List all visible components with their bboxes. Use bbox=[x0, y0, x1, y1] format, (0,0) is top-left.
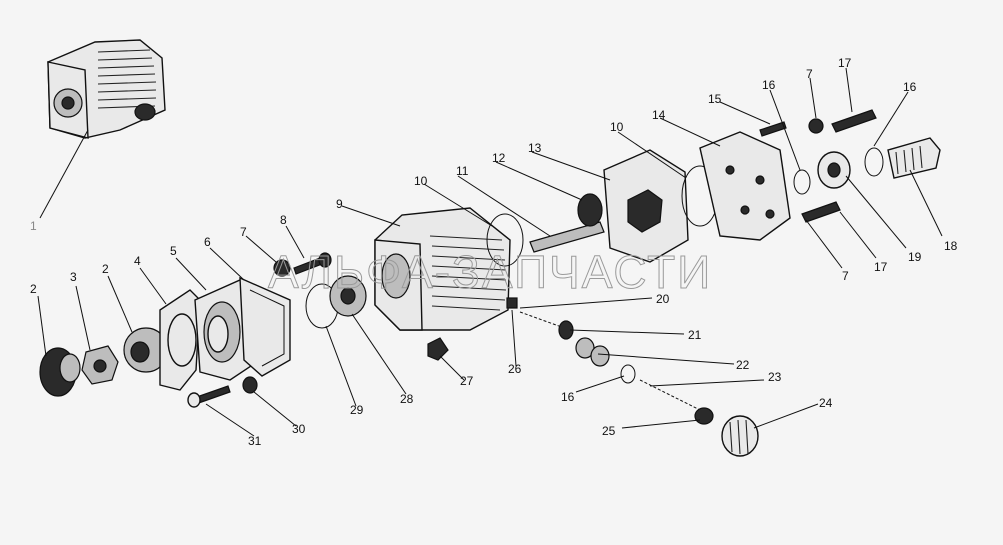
part-bearing bbox=[329, 275, 367, 317]
callout-20: 20 bbox=[656, 292, 670, 306]
callout-17: 17 bbox=[838, 56, 852, 70]
callout-30: 30 bbox=[292, 422, 306, 436]
callout-7b: 7 bbox=[806, 67, 813, 81]
callout-labels: 1 2 3 2 4 5 6 7 8 9 10 11 12 13 10 14 15… bbox=[30, 56, 958, 448]
part-plug-27 bbox=[427, 337, 449, 361]
callout-16b: 16 bbox=[903, 80, 917, 94]
callout-13: 13 bbox=[528, 141, 542, 155]
callout-23: 23 bbox=[768, 370, 782, 384]
callout-10b: 10 bbox=[610, 120, 624, 134]
callout-14: 14 bbox=[652, 108, 666, 122]
part-valve-22 bbox=[575, 337, 610, 367]
callout-16c: 16 bbox=[561, 390, 575, 404]
callout-4: 4 bbox=[134, 254, 141, 268]
part-o-ring bbox=[486, 213, 524, 267]
callout-3: 3 bbox=[70, 270, 77, 284]
callout-10: 10 bbox=[414, 174, 428, 188]
part-washer-16c bbox=[620, 364, 636, 384]
callout-25: 25 bbox=[602, 424, 616, 438]
part-cap bbox=[39, 347, 81, 397]
watermark: АЛЬФА-ЗАПЧАСТИ bbox=[268, 246, 712, 298]
part-nut-25 bbox=[694, 407, 714, 425]
callout-31: 31 bbox=[248, 434, 262, 448]
callout-2: 2 bbox=[30, 282, 37, 296]
part-washer-16b bbox=[864, 147, 884, 177]
part-cover-plate bbox=[239, 276, 291, 377]
callout-7: 7 bbox=[240, 225, 247, 239]
part-housing bbox=[374, 207, 511, 331]
callout-16: 16 bbox=[762, 78, 776, 92]
callout-7c: 7 bbox=[842, 269, 849, 283]
callout-2b: 2 bbox=[102, 262, 109, 276]
part-bolt bbox=[293, 252, 332, 275]
callout-6: 6 bbox=[204, 235, 211, 249]
callout-21: 21 bbox=[688, 328, 702, 342]
callout-22: 22 bbox=[736, 358, 750, 372]
part-washer-16 bbox=[793, 169, 811, 195]
part-valve-plug bbox=[506, 297, 518, 309]
part-washer-30 bbox=[242, 376, 258, 394]
callout-9: 9 bbox=[336, 197, 343, 211]
leader-lines bbox=[37, 67, 943, 437]
part-body-plate bbox=[603, 149, 689, 263]
callout-1: 1 bbox=[30, 219, 37, 233]
part-union bbox=[887, 137, 941, 179]
part-bolt-15 bbox=[759, 121, 787, 137]
callout-8: 8 bbox=[280, 213, 287, 227]
callout-29: 29 bbox=[350, 403, 364, 417]
part-valve-spring-20 bbox=[519, 311, 571, 331]
callout-28: 28 bbox=[400, 392, 414, 406]
callout-17b: 17 bbox=[874, 260, 888, 274]
part-washer-7 bbox=[808, 118, 824, 134]
callout-12: 12 bbox=[492, 151, 506, 165]
part-fitting bbox=[817, 151, 851, 189]
part-bolt-17 bbox=[801, 109, 877, 223]
callout-24: 24 bbox=[819, 396, 833, 410]
part-bolt-31 bbox=[187, 385, 231, 408]
part-rear-cover bbox=[699, 131, 791, 241]
callout-11: 11 bbox=[456, 164, 469, 178]
callout-5: 5 bbox=[170, 244, 177, 258]
part-shaft bbox=[529, 221, 605, 253]
callout-15: 15 bbox=[708, 92, 722, 106]
part-assembled-pump bbox=[47, 39, 166, 139]
callout-18: 18 bbox=[944, 239, 958, 253]
part-nut bbox=[81, 345, 119, 385]
part-washer bbox=[273, 259, 291, 277]
part-cap-24 bbox=[721, 415, 759, 457]
part-flange-gasket bbox=[159, 289, 201, 391]
callout-19: 19 bbox=[908, 250, 922, 264]
part-gear bbox=[577, 193, 603, 227]
part-spring-23 bbox=[639, 379, 701, 411]
callout-26: 26 bbox=[508, 362, 522, 376]
callout-27: 27 bbox=[460, 374, 474, 388]
